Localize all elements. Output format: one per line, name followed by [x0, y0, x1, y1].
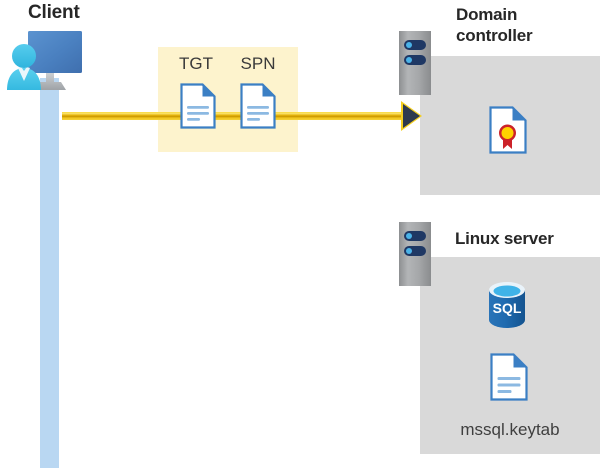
server-led-dot	[406, 42, 412, 48]
server-led-bar	[404, 55, 426, 65]
spn-document-icon	[240, 83, 276, 129]
domain-controller-server-icon	[399, 31, 431, 95]
tgt-label: TGT	[179, 54, 213, 73]
certificate-document-icon	[489, 106, 527, 154]
linux-server-title: Linux server	[455, 229, 554, 248]
sql-database-icon: SQL	[483, 280, 531, 330]
client-lifeline	[40, 78, 59, 468]
server-led-bar	[404, 40, 426, 50]
svg-text:SQL: SQL	[493, 300, 522, 316]
server-led-dot	[406, 233, 412, 239]
client-title: Client	[28, 2, 80, 23]
client-to-dc-arrow-head	[403, 104, 420, 128]
user-monitor-icon	[4, 26, 96, 96]
keytab-filename-label: mssql.keytab	[460, 420, 560, 439]
server-led-bar	[404, 246, 426, 256]
domain-controller-title: Domain controller	[456, 5, 533, 45]
keytab-document-icon	[490, 353, 528, 401]
tgt-document-icon	[180, 83, 216, 129]
server-led-dot	[406, 248, 412, 254]
client-to-dc-arrow-line	[62, 112, 409, 120]
linux-server-server-icon	[399, 222, 431, 286]
server-led-dot	[406, 57, 412, 63]
server-led-bar	[404, 231, 426, 241]
spn-label: SPN	[240, 54, 276, 73]
